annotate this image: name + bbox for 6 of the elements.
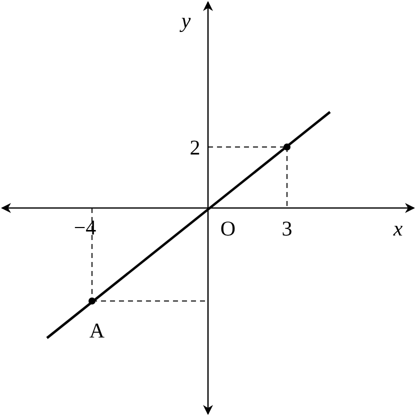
point-label: A — [89, 320, 105, 342]
origin-label: O — [220, 218, 236, 240]
tick-label: 3 — [282, 218, 292, 240]
axis-label: y — [181, 10, 191, 32]
axis-label: x — [393, 218, 403, 240]
tick-label: 2 — [190, 138, 200, 158]
